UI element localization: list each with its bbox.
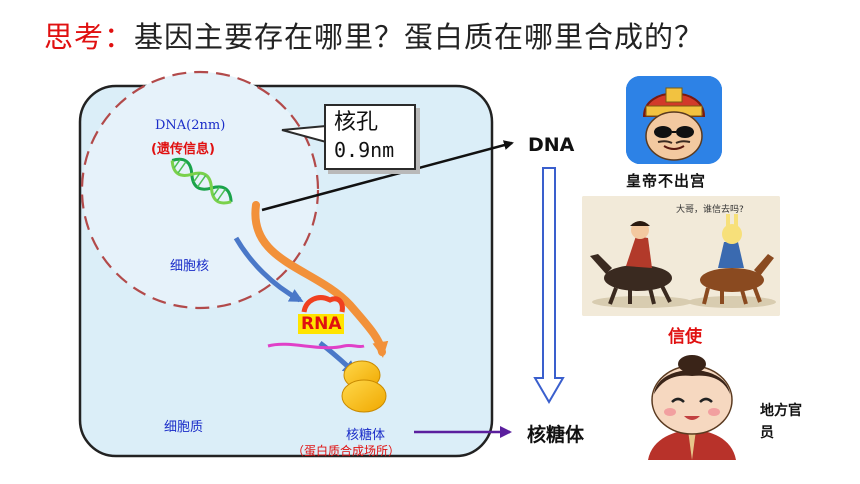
- envoy-caption: 信使: [668, 327, 702, 347]
- official-caption-line2: 员: [760, 425, 774, 441]
- ribosome-note: （蛋白质合成场所）: [292, 444, 401, 458]
- pore-label: 核孔: [334, 110, 379, 135]
- dna-pointer-arrow: [261, 140, 514, 212]
- dna-to-ribosome-arrow: [533, 167, 565, 404]
- page-title: 思考：基因主要存在哪里？蛋白质在哪里合成的？: [44, 14, 704, 56]
- official-icon: [648, 355, 736, 460]
- rna-strand: [301, 295, 345, 313]
- emperor-icon: [626, 76, 722, 164]
- emperor-caption: 皇帝不出宫: [626, 172, 707, 190]
- rna-label: RNA: [298, 314, 345, 334]
- official-caption-line1: 地方官: [760, 403, 802, 419]
- nucleus-label: 细胞核: [170, 259, 210, 274]
- ribosome-icon: [341, 360, 387, 413]
- envoy-picture: 大哥，谁信去吗?: [582, 196, 780, 316]
- official-caption: 地方官 员: [760, 400, 802, 444]
- pore-callout: 核孔 0.9nm: [324, 104, 416, 170]
- title-prefix: 思考：: [44, 20, 135, 54]
- dna-label: DNA(2nm): [155, 118, 226, 133]
- dna-helix-icon: [170, 157, 233, 205]
- title-question: 基因主要存在哪里？蛋白质在哪里合成的？: [134, 20, 705, 54]
- emperor-avatar: [626, 76, 722, 164]
- mrna-strand: [267, 342, 365, 350]
- speech-bubble-text: 大哥，谁信去吗?: [676, 205, 744, 215]
- transcription-arrow: [233, 236, 304, 303]
- official-avatar: [632, 354, 750, 464]
- pore-size: 0.9nm: [334, 138, 395, 162]
- horse-riders-icon: [582, 196, 780, 316]
- cytoplasm-label: 细胞质: [164, 420, 204, 435]
- right-dna-label: DNA: [528, 134, 575, 156]
- dna-note: (遗传信息): [151, 142, 215, 157]
- right-ribosome-label: 核糖体: [527, 424, 585, 446]
- mrna-transport-arrow: [251, 201, 389, 358]
- ribosome-label: 核糖体: [346, 428, 386, 443]
